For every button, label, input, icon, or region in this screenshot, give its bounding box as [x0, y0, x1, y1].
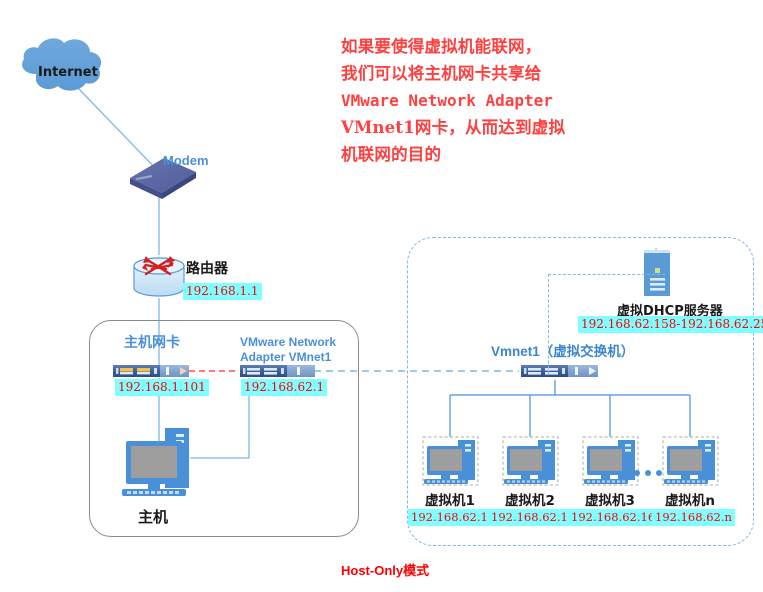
internet-label: Internet	[38, 65, 98, 80]
annotation-note: 如果要使得虚拟机能联网， 我们可以将主机网卡共享给 VMware Network…	[341, 33, 671, 168]
vm-ip-2: 192.168.62.159	[488, 509, 586, 526]
annotation-line-4: VMnet1网卡，从而达到虚拟	[341, 118, 566, 137]
vm-ip-n: 192.168.62.n	[652, 509, 735, 526]
router-ip: 192.168.1.1	[183, 283, 262, 300]
modem-label: Modem	[163, 153, 209, 168]
dhcp-range: 192.168.62.158-192.168.62.254	[578, 316, 763, 333]
annotation-line-1: 如果要使得虚拟机能联网，	[341, 37, 542, 56]
vm-name-3: 虚拟机3	[585, 493, 635, 509]
host-machine-boundary	[89, 320, 359, 537]
mode-title: Host-Only模式	[341, 563, 430, 578]
vmnet1-switch-label: Vmnet1（虚拟交换机）	[491, 344, 635, 359]
vm-ellipsis-icon	[634, 463, 667, 481]
dhcp-connection-bracket	[548, 274, 665, 374]
vm-ip-1: 192.168.62.158	[408, 509, 506, 526]
host-nic-label: 主机网卡	[124, 335, 180, 351]
annotation-line-2: 我们可以将主机网卡共享给	[341, 64, 542, 83]
vmnet-adapter-label-line2: Adapter VMnet1	[240, 350, 332, 364]
virtual-network-boundary	[407, 237, 754, 546]
host-label: 主机	[138, 508, 169, 526]
vm-name-n: 虚拟机n	[664, 493, 716, 509]
vm-name-1: 虚拟机1	[425, 493, 475, 509]
router-icon	[133, 256, 185, 297]
router-label: 路由器	[186, 261, 228, 277]
vm-ip-3: 192.168.62.160	[568, 509, 666, 526]
annotation-line-5: 机联网的目的	[341, 145, 442, 164]
dhcp-server-label: 虚拟DHCP服务器	[617, 304, 723, 319]
annotation-line-3: VMware Network Adapter	[341, 91, 553, 110]
vm-name-2: 虚拟机2	[505, 493, 555, 509]
host-nic-ip: 192.168.1.101	[115, 379, 209, 396]
vmnet-adapter-label-line1: VMware Network	[240, 335, 337, 349]
vmnet-adapter-ip: 192.168.62.1	[241, 379, 328, 396]
